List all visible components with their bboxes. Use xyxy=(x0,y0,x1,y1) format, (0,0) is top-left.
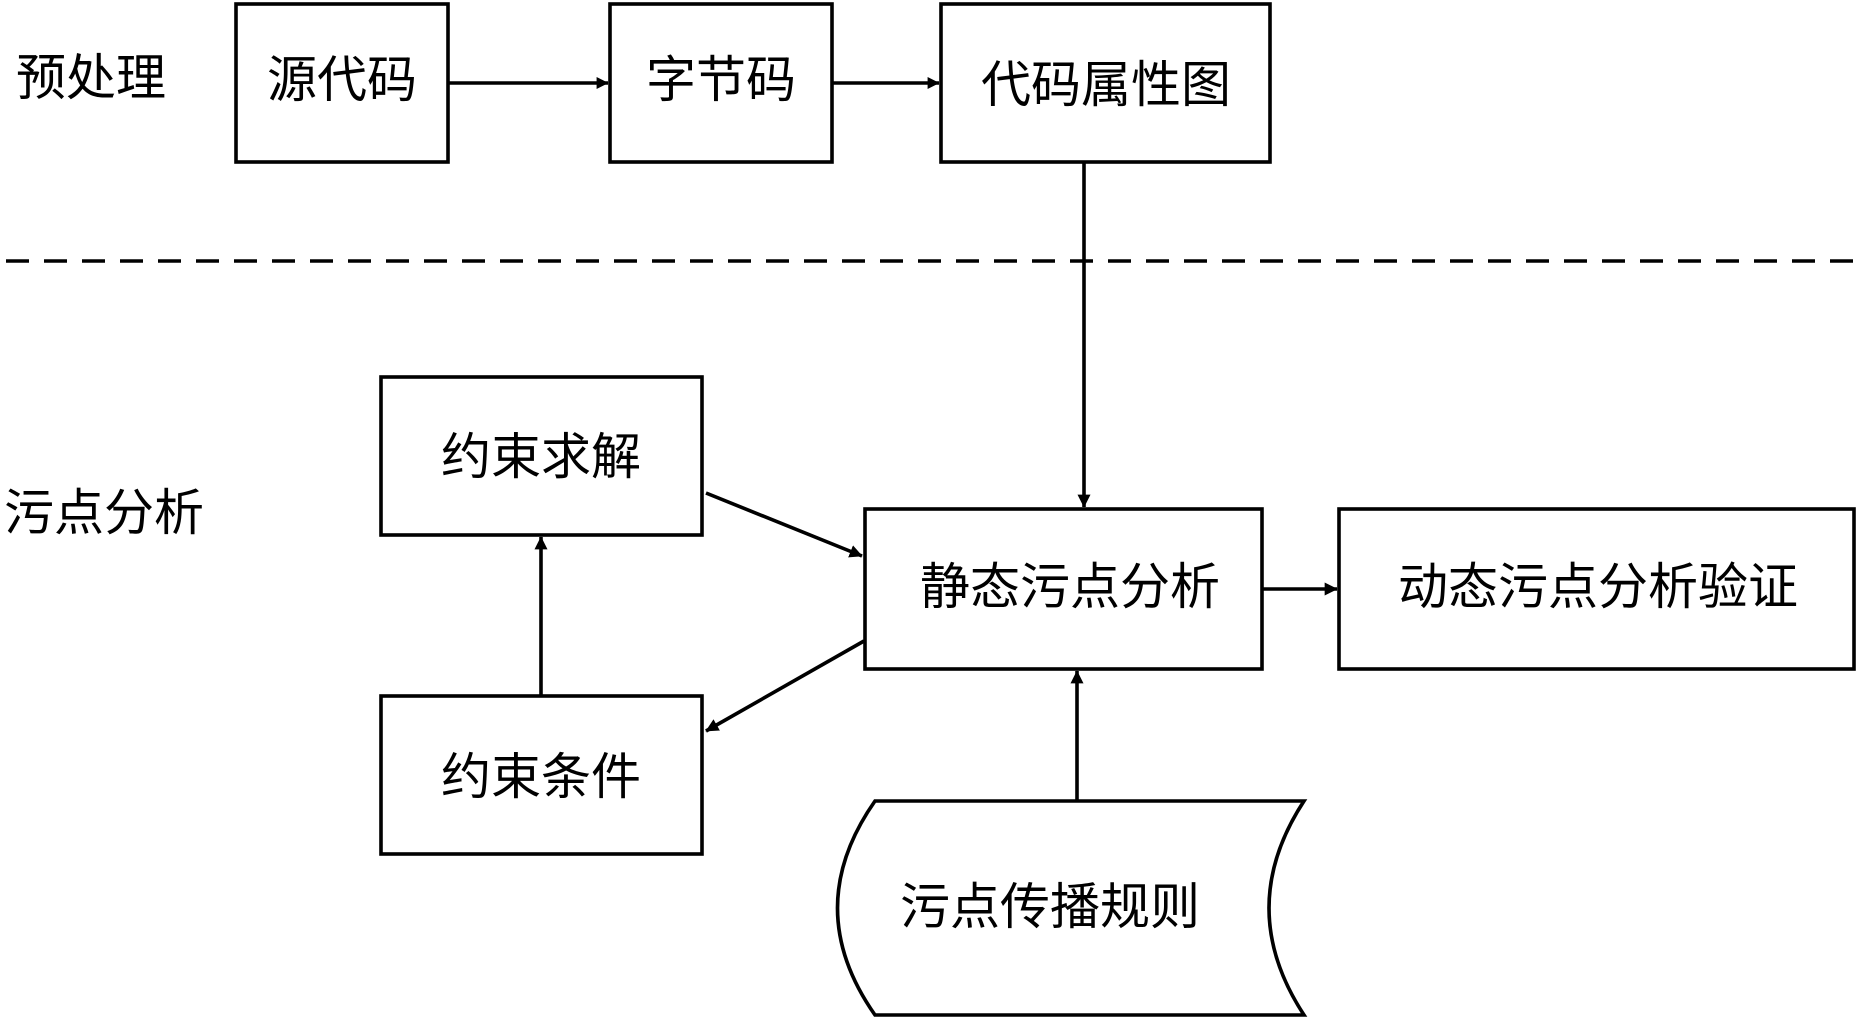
arrow-static-to-conditions xyxy=(705,639,865,733)
arrow-solving-to-static xyxy=(705,491,863,558)
section-label-preprocess: 预处理 xyxy=(16,49,166,107)
node-code-property-graph-label: 代码属性图 xyxy=(981,56,1231,114)
node-dynamic-verification: 动态污点分析验证 xyxy=(1337,507,1856,671)
node-constraint-conditions-label: 约束条件 xyxy=(441,748,641,806)
node-taint-propagation-rules-label: 污点传播规则 xyxy=(900,878,1200,936)
node-static-taint-analysis-label: 静态污点分析 xyxy=(920,558,1220,616)
node-dynamic-verification-label: 动态污点分析验证 xyxy=(1398,558,1798,616)
node-constraint-solving: 约束求解 xyxy=(379,375,704,537)
node-code-property-graph: 代码属性图 xyxy=(939,2,1272,164)
section-label-taint-analysis: 污点分析 xyxy=(4,484,204,542)
node-source-code-label: 源代码 xyxy=(267,51,417,109)
node-bytecode: 字节码 xyxy=(608,2,834,164)
node-constraint-conditions: 约束条件 xyxy=(379,694,704,856)
node-bytecode-label: 字节码 xyxy=(646,51,796,109)
node-taint-propagation-rules: 污点传播规则 xyxy=(835,799,1308,1017)
node-constraint-solving-label: 约束求解 xyxy=(441,428,641,486)
node-static-taint-analysis: 静态污点分析 xyxy=(863,507,1264,671)
node-source-code: 源代码 xyxy=(234,2,450,164)
